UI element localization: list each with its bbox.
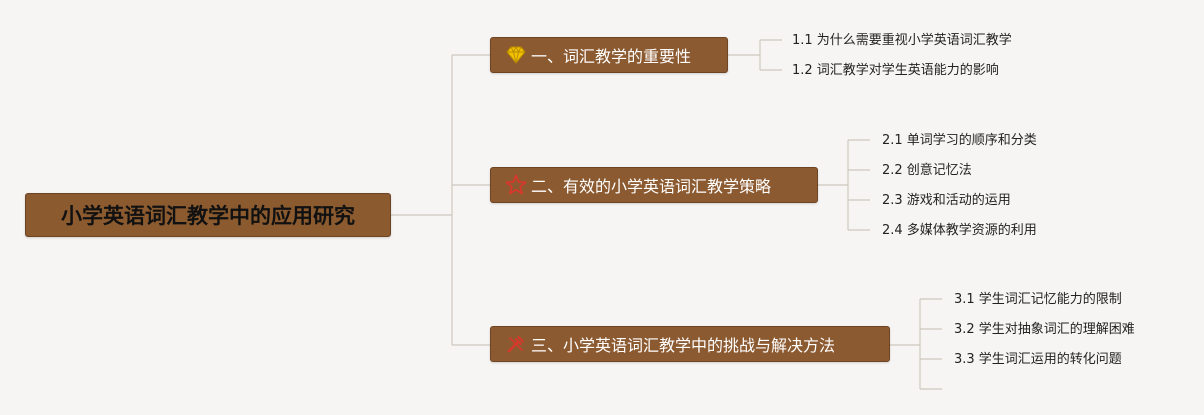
subtopic-2-4[interactable]: 2.4 多媒体教学资源的利用 — [882, 223, 1037, 238]
star-icon — [505, 174, 527, 196]
subtopic-1-1[interactable]: 1.1 为什么需要重视小学英语词汇教学 — [792, 33, 1012, 48]
diamond-icon — [505, 44, 527, 66]
tools-icon — [505, 333, 527, 355]
subtopic-1-2[interactable]: 1.2 词汇教学对学生英语能力的影响 — [792, 63, 999, 78]
root-topic-label: 小学英语词汇教学中的应用研究 — [61, 204, 355, 228]
branch-topic-3[interactable]: 三、小学英语词汇教学中的挑战与解决方法 — [490, 326, 890, 362]
subtopic-3-2[interactable]: 3.2 学生对抽象词汇的理解困难 — [954, 322, 1135, 337]
branch-topic-1[interactable]: 一、词汇教学的重要性 — [490, 37, 728, 73]
subtopic-2-1[interactable]: 2.1 单词学习的顺序和分类 — [882, 133, 1037, 148]
subtopic-3-1[interactable]: 3.1 学生词汇记忆能力的限制 — [954, 292, 1122, 307]
subtopic-2-3[interactable]: 2.3 游戏和活动的运用 — [882, 193, 1011, 208]
branch-topic-2-label: 二、有效的小学英语词汇教学策略 — [531, 177, 772, 196]
subtopic-2-2[interactable]: 2.2 创意记忆法 — [882, 163, 972, 178]
branch-topic-2[interactable]: 二、有效的小学英语词汇教学策略 — [490, 167, 818, 203]
branch-topic-3-label: 三、小学英语词汇教学中的挑战与解决方法 — [531, 336, 836, 355]
root-topic[interactable]: 小学英语词汇教学中的应用研究 — [25, 193, 391, 237]
branch-topic-1-label: 一、词汇教学的重要性 — [531, 47, 692, 66]
subtopic-3-3[interactable]: 3.3 学生词汇运用的转化问题 — [954, 352, 1122, 367]
